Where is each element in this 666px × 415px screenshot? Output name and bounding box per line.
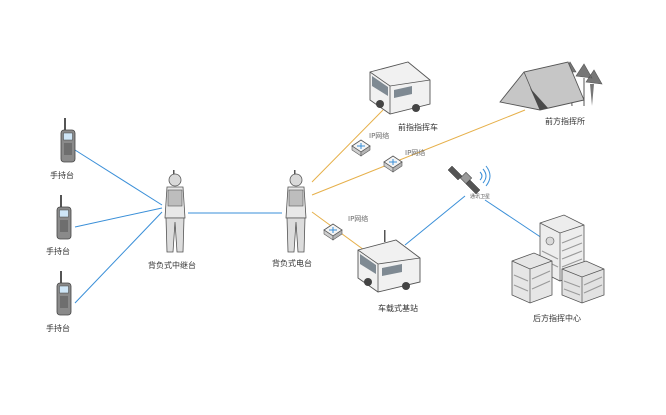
ip-network-label-2: IP网络 [405,149,426,157]
link-radio-front-vehicle [311,109,384,183]
backpack-relay-figure [164,170,186,253]
vehicle-base-station-label: 车载式基站 [378,304,418,313]
front-command-vehicle-label: 前指指挥车 [398,123,438,132]
handheld-2-label: 手持台 [46,247,70,256]
communication-satellite [447,165,491,195]
rear-command-center-label: 后方指挥中心 [533,314,581,323]
link-handheld3-relay [74,211,163,304]
handheld-3-label: 手持台 [46,324,70,333]
ip-switch-3 [323,223,343,241]
front-command-post-label: 前方指挥所 [545,117,585,126]
satellite-label: 通讯卫星 [470,194,491,200]
link-base-satellite [404,195,466,246]
link-handheld1-relay [74,149,163,206]
handheld-radio-2 [56,195,72,240]
handheld-radio-3 [56,271,72,316]
backpack-radio-label: 背负式电台 [272,259,312,268]
ip-switch-2 [383,155,403,173]
backpack-radio-figure [285,170,307,253]
ip-switch-1 [351,139,371,157]
backpack-relay-label: 背负式中继台 [148,261,196,270]
ip-network-label-1: IP网络 [369,132,390,140]
link-handheld2-relay [74,207,163,228]
rear-command-center-buildings [511,214,605,304]
link-satellite-center [484,199,549,243]
vehicle-base-station [357,230,421,293]
handheld-1-label: 手持台 [50,171,74,180]
ip-network-label-3: IP网络 [348,215,369,223]
front-command-vehicle [369,61,431,115]
link-radio-front-post [311,109,526,196]
handheld-radio-1 [60,118,76,163]
front-command-post-tent [499,61,603,111]
connections [74,109,549,304]
